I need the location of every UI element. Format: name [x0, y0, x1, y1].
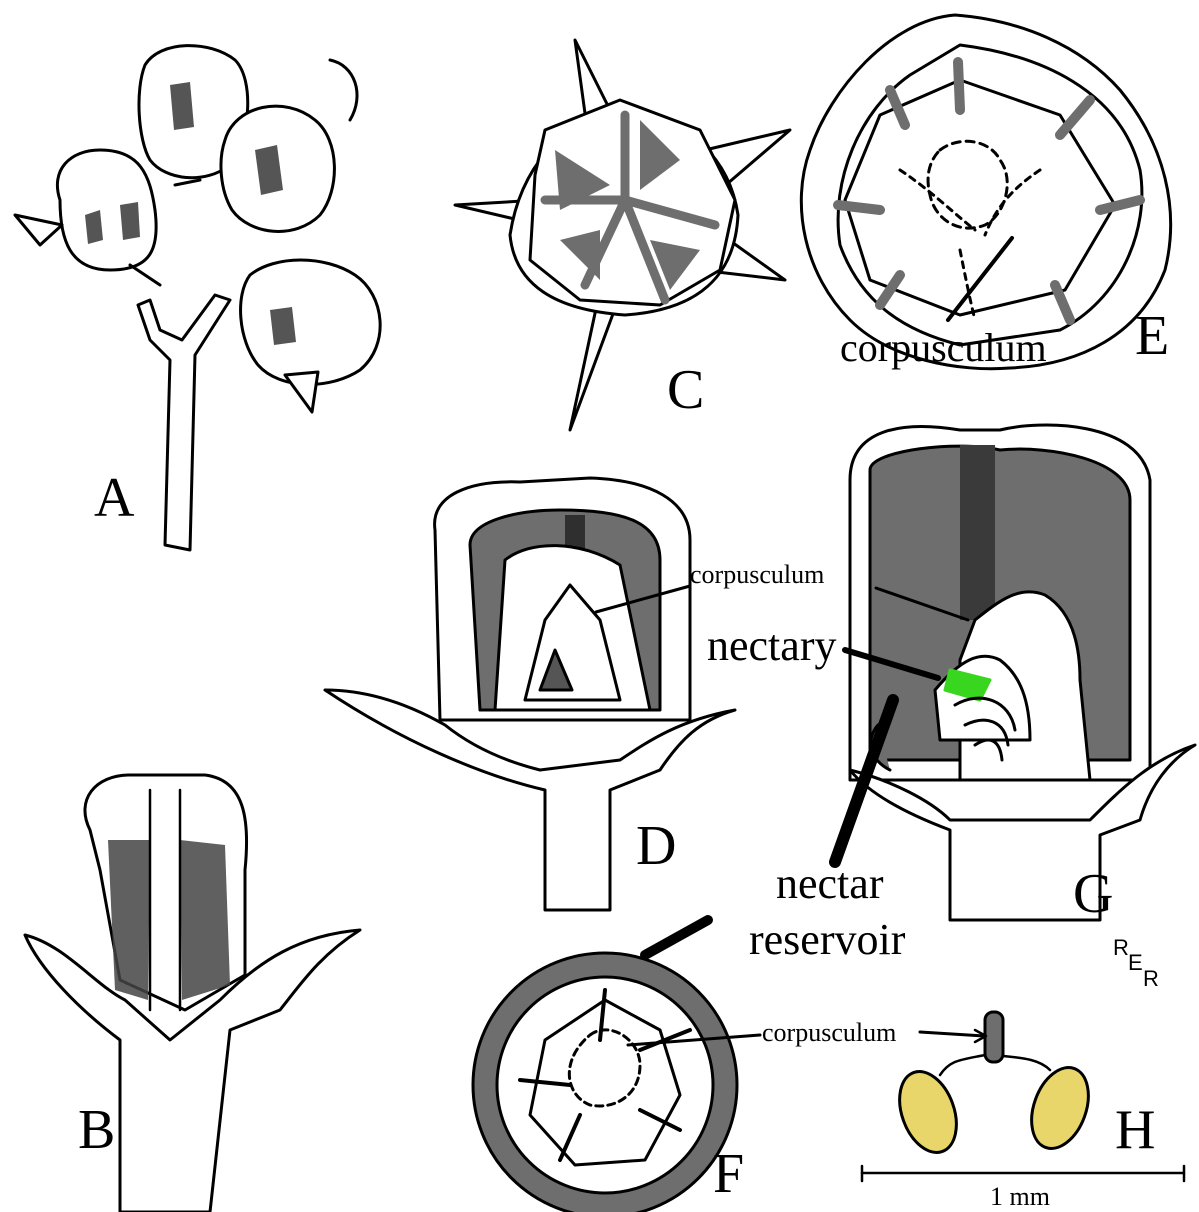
label-reservoir: reservoir	[749, 918, 905, 962]
signature-r2: R	[1143, 968, 1159, 990]
drawing-c-bud-top	[455, 40, 790, 430]
panel-letter-a: A	[94, 470, 134, 526]
label-corpusculum-e: corpusculum	[840, 328, 1047, 368]
signature-e: E	[1128, 952, 1143, 974]
label-corpusculum-d: corpusculum	[690, 562, 824, 588]
panel-letter-c: C	[667, 362, 704, 418]
scale-bar-label: 1 mm	[990, 1184, 1050, 1210]
drawing-a-inflorescence	[15, 46, 380, 550]
drawing-b-flower-side	[25, 775, 360, 1212]
label-nectary: nectary	[707, 624, 836, 668]
panel-letter-d: D	[636, 818, 676, 874]
label-corpusculum-f: corpusculum	[762, 1020, 896, 1046]
panel-letter-b: B	[78, 1102, 115, 1158]
label-nectar: nectar	[776, 862, 883, 906]
panel-letter-h: H	[1115, 1102, 1155, 1158]
panel-letter-g: G	[1073, 866, 1113, 922]
panel-letter-e: E	[1135, 308, 1169, 364]
drawing-g-section	[835, 425, 1195, 920]
drawing-e-corona-top	[801, 15, 1170, 369]
signature-r1: R	[1113, 937, 1129, 959]
panel-letter-f: F	[713, 1146, 744, 1202]
